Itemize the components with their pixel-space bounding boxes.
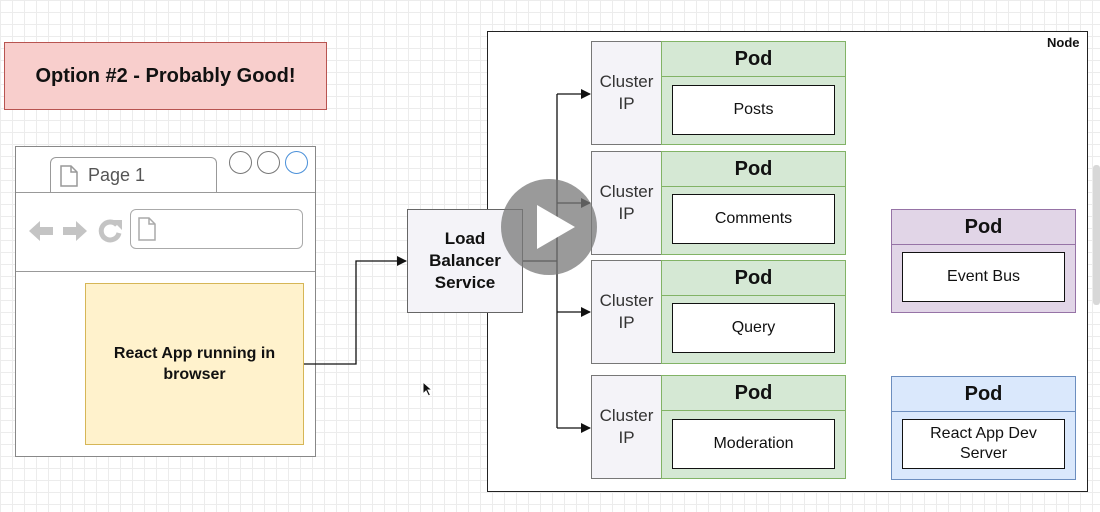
url-page-icon <box>138 217 156 241</box>
pod-posts: Pod Posts <box>661 41 846 145</box>
posts-service: Posts <box>672 85 835 135</box>
cluster-ip-moderation: Cluster IP <box>591 375 662 479</box>
browser-tab-label: Page 1 <box>88 165 146 185</box>
load-balancer-label: Load Balancer Service <box>429 229 501 292</box>
cluster-ip-comments: Cluster IP <box>591 151 662 255</box>
browser-tab-divider <box>16 192 315 193</box>
pod-title: Pod <box>662 42 845 77</box>
cluster-ip-label: Cluster IP <box>599 182 654 223</box>
pod-title: Pod <box>662 376 845 411</box>
refresh-icon <box>98 219 122 243</box>
cluster-ip-query: Cluster IP <box>591 260 662 364</box>
comments-service: Comments <box>672 194 835 244</box>
url-bar <box>130 209 303 249</box>
react-app-box: React App running in browser <box>85 283 304 445</box>
moderation-service: Moderation <box>672 419 835 469</box>
cluster-ip-label: Cluster IP <box>599 291 654 332</box>
browser-toolbar-divider <box>16 271 315 272</box>
cluster-ip-label: Cluster IP <box>599 406 654 447</box>
pod-event-bus: Pod Event Bus <box>891 209 1076 313</box>
page-icon <box>60 164 78 187</box>
pod-title: Pod <box>892 377 1075 412</box>
browser-tab: Page 1 <box>50 157 217 193</box>
window-button-3 <box>285 151 308 174</box>
react-app-text: React App running in browser <box>113 345 276 383</box>
diagram-title-text: Option #2 - Probably Good! <box>35 64 296 87</box>
pod-query: Pod Query <box>661 260 846 364</box>
comments-service-label: Comments <box>714 210 793 227</box>
scrollbar-thumb[interactable] <box>1093 165 1100 305</box>
moderation-service-label: Moderation <box>713 435 794 452</box>
query-service-label: Query <box>731 319 776 336</box>
play-icon <box>537 205 575 249</box>
play-button[interactable] <box>501 179 597 275</box>
pod-comments: Pod Comments <box>661 151 846 255</box>
posts-service-label: Posts <box>733 101 774 118</box>
diagram-title: Option #2 - Probably Good! <box>4 42 327 110</box>
window-button-2 <box>257 151 280 174</box>
cluster-ip-posts: Cluster IP <box>591 41 662 145</box>
mouse-cursor-icon <box>422 381 434 397</box>
event-bus-service: Event Bus <box>902 252 1065 302</box>
pod-title: Pod <box>662 261 845 296</box>
query-service: Query <box>672 303 835 353</box>
react-dev-server-label: React App Dev Server <box>930 425 1037 462</box>
pod-title: Pod <box>662 152 845 187</box>
back-arrow-icon <box>29 221 53 241</box>
pod-moderation: Pod Moderation <box>661 375 846 479</box>
react-dev-server-service: React App Dev Server <box>902 419 1065 469</box>
pod-title: Pod <box>892 210 1075 245</box>
forward-arrow-icon <box>63 221 87 241</box>
event-bus-label: Event Bus <box>947 268 1020 285</box>
window-button-1 <box>229 151 252 174</box>
pod-react-dev-server: Pod React App Dev Server <box>891 376 1076 480</box>
node-label: Node <box>1047 35 1080 50</box>
cluster-ip-label: Cluster IP <box>599 72 654 113</box>
